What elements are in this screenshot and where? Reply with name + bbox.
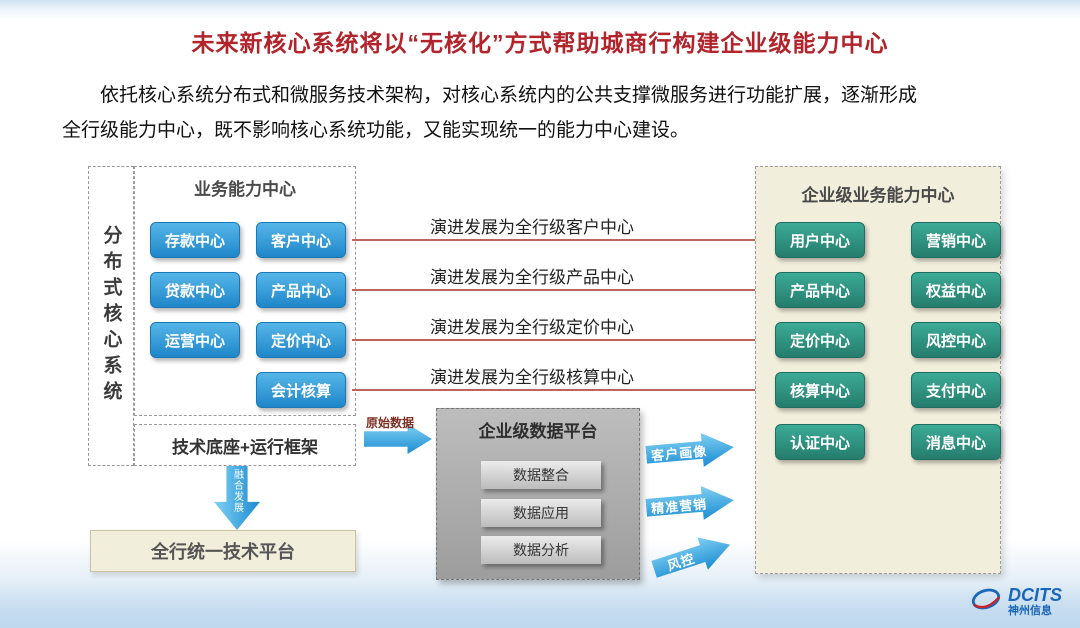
node-marketing-center: 营销中心 — [911, 222, 1001, 258]
top-band — [0, 0, 1080, 8]
data-platform-title: 企业级数据平台 — [478, 422, 598, 441]
dcits-logo-icon — [969, 585, 1003, 618]
output-arrow-risk-control: 风控 — [649, 528, 736, 585]
node-accounting-center-2: 核算中心 — [775, 372, 865, 408]
data-item-analysis: 数据分析 — [481, 536, 601, 564]
output-arrow-customer-profile: 客户画像 — [645, 430, 736, 472]
raw-data-label: 原始数据 — [366, 416, 415, 430]
fusion-development-label: 融合发展 — [231, 469, 243, 513]
evolution-arrow-customer — [352, 235, 765, 245]
dcits-subtitle: 神州信息 — [1008, 605, 1052, 618]
slide-title: 未来新核心系统将以“无核化”方式帮助城商行构建企业级能力中心 — [191, 30, 889, 56]
tech-base-box: 技术底座+运行框架 — [134, 424, 356, 466]
business-center-box: 业务能力中心 — [134, 166, 356, 416]
evolution-arrow-pricing — [352, 335, 765, 345]
bottom-band — [0, 582, 1080, 628]
node-auth-center: 认证中心 — [775, 424, 865, 460]
node-pricing-center-2: 定价中心 — [775, 322, 865, 358]
node-message-center: 消息中心 — [911, 424, 1001, 460]
node-risk-center: 风控中心 — [911, 322, 1001, 358]
intro-paragraph: 依托核心系统分布式和微服务技术架构，对核心系统内的公共支撑微服务进行功能扩展，逐… — [62, 78, 1022, 148]
node-deposit-center: 存款中心 — [150, 222, 240, 258]
evolution-arrow-accounting — [352, 385, 765, 395]
evolution-label-pricing: 演进发展为全行级定价中心 — [430, 318, 634, 337]
business-center-title: 业务能力中心 — [194, 180, 296, 199]
evolution-arrow-product — [352, 285, 765, 295]
dcits-logo: DCITS 神州信息 — [969, 585, 1062, 618]
evolution-label-customer: 演进发展为全行级客户中心 — [430, 218, 634, 237]
distributed-core-box: 分布式核心系统 — [88, 166, 134, 466]
node-customer-center: 客户中心 — [256, 222, 346, 258]
node-operation-center: 运营中心 — [150, 322, 240, 358]
dcits-brand: DCITS — [1008, 584, 1062, 605]
node-accounting-center: 会计核算 — [256, 372, 346, 408]
dcits-logo-text: DCITS 神州信息 — [1008, 584, 1062, 618]
node-product-center: 产品中心 — [256, 272, 346, 308]
node-pricing-center: 定价中心 — [256, 322, 346, 358]
distributed-core-label: 分布式核心系统 — [100, 225, 122, 407]
intro-line-2: 全行级能力中心，既不影响核心系统功能，又能实现统一的能力中心建设。 — [62, 120, 690, 142]
node-rights-center: 权益中心 — [911, 272, 1001, 308]
enterprise-center-title: 企业级业务能力中心 — [801, 186, 955, 205]
data-item-application: 数据应用 — [481, 499, 601, 527]
data-platform-box: 企业级数据平台 数据整合 数据应用 数据分析 — [436, 408, 640, 580]
evolution-label-product: 演进发展为全行级产品中心 — [430, 268, 634, 287]
intro-line-1: 依托核心系统分布式和微服务技术架构，对核心系统内的公共支撑微服务进行功能扩展，逐… — [100, 85, 918, 106]
output-arrow-precision-marketing: 精准营销 — [645, 483, 736, 525]
evolution-label-accounting: 演进发展为全行级核算中心 — [430, 368, 634, 387]
node-user-center: 用户中心 — [775, 222, 865, 258]
node-payment-center: 支付中心 — [911, 372, 1001, 408]
data-item-integration: 数据整合 — [481, 461, 601, 489]
node-product-center-2: 产品中心 — [775, 272, 865, 308]
fusion-development-arrow: 融合发展 — [214, 466, 260, 530]
unified-platform-box: 全行统一技术平台 — [90, 530, 356, 572]
node-loan-center: 贷款中心 — [150, 272, 240, 308]
